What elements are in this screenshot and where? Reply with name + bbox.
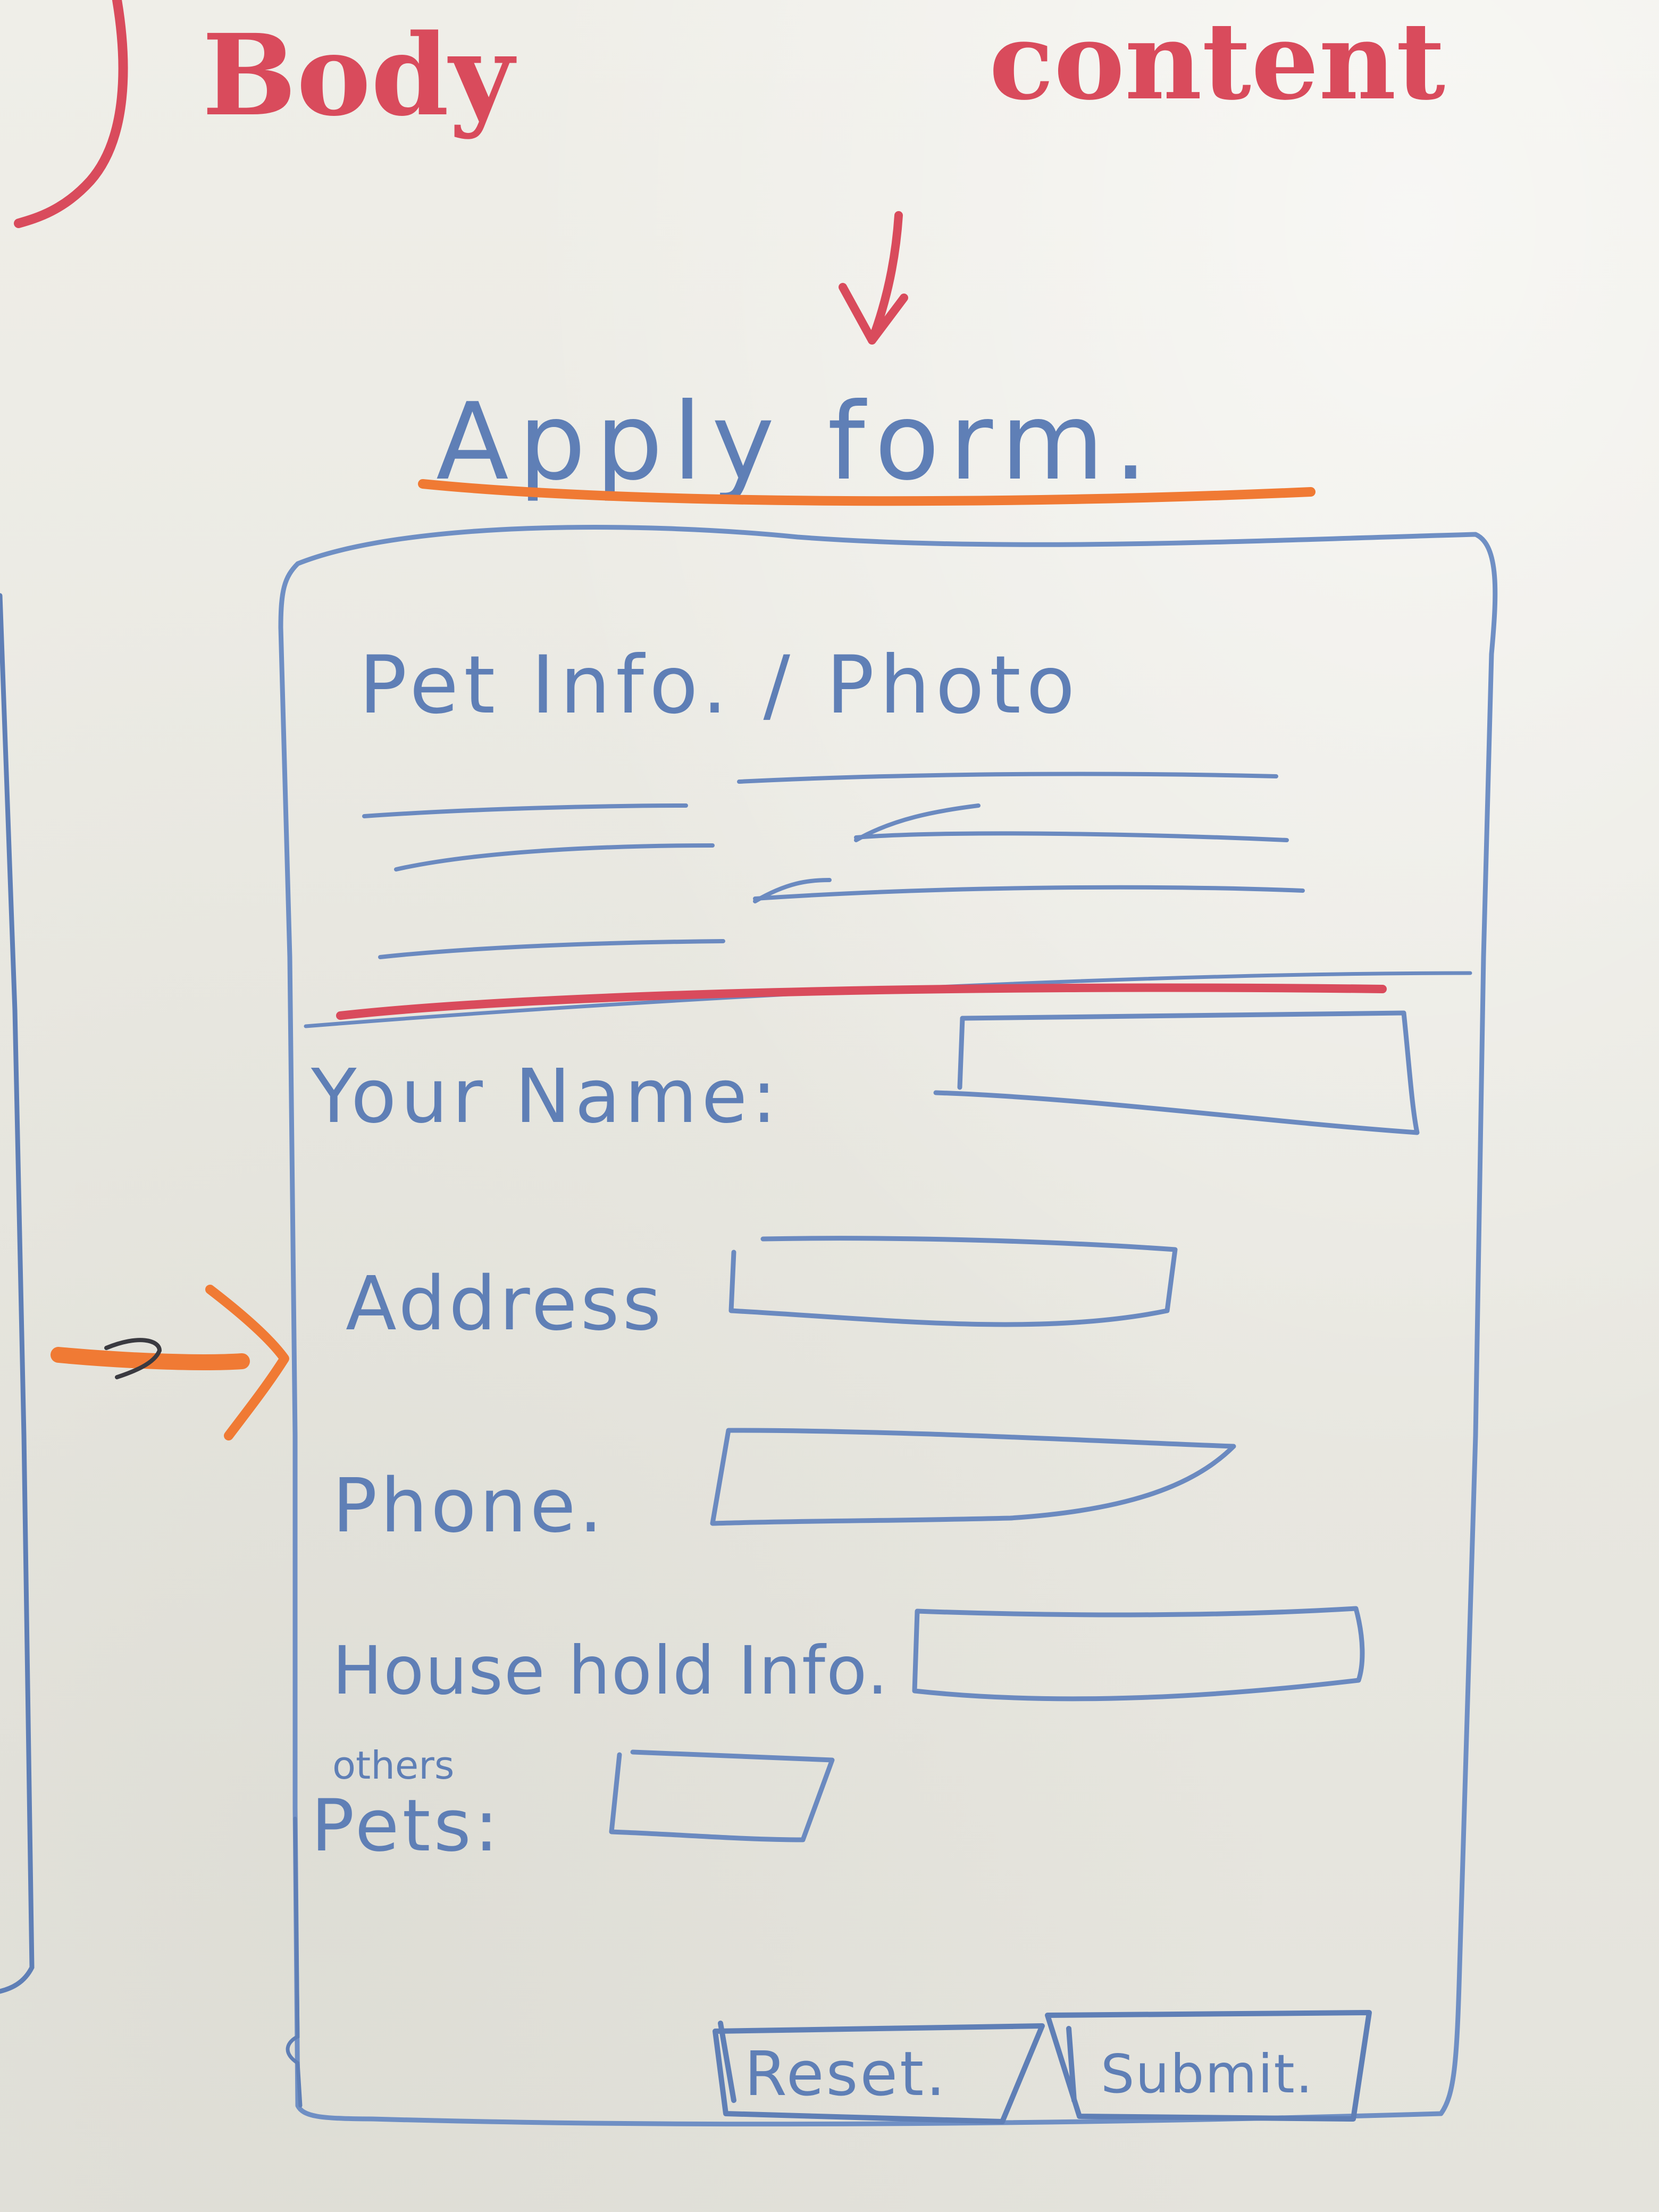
title-underline	[418, 479, 1316, 506]
arrow-down-icon	[839, 211, 908, 345]
placeholder-line	[753, 878, 832, 903]
name-input-left-edge[interactable]	[957, 1016, 965, 1090]
section-divider	[304, 971, 1472, 1028]
placeholder-line	[854, 831, 1289, 842]
household-input[interactable]	[912, 1606, 1365, 1702]
arrow-right-icon	[51, 1285, 289, 1440]
form-frame	[278, 525, 1498, 2127]
submit-button[interactable]: Submit.	[1045, 2010, 1372, 2122]
other-pets-label-top: others	[332, 1743, 454, 1788]
reset-button[interactable]: Reset.	[713, 2021, 1045, 2124]
body-annotation: Body	[202, 10, 517, 141]
body-bracket	[14, 0, 128, 228]
reset-button-label[interactable]: Reset.	[744, 2039, 948, 2110]
section-divider-highlight	[336, 983, 1387, 1020]
form-title: Apply form.	[436, 380, 1157, 504]
frame-left-gap	[286, 1816, 303, 2108]
reset-button-outline[interactable]	[713, 2023, 1045, 2124]
household-label: House hold Info.	[332, 1632, 889, 1710]
placeholder-line	[854, 803, 981, 842]
other-pets-input[interactable]	[609, 1749, 835, 1842]
reset-button-edge[interactable]	[718, 2021, 736, 2103]
arrow-scribble	[104, 1338, 162, 1379]
address-label: Address	[346, 1261, 665, 1347]
address-input[interactable]	[728, 1236, 1178, 1327]
placeholder-line	[378, 939, 725, 959]
phone-label: Phone.	[332, 1463, 606, 1549]
placeholder-line	[753, 885, 1305, 901]
pet-info-heading: Pet Info. / Photo	[359, 639, 1080, 732]
pet-description-placeholder	[362, 772, 1305, 959]
content-annotation: content	[989, 0, 1445, 124]
submit-button-edge[interactable]	[1066, 2026, 1077, 2103]
other-pets-label: Pets:	[311, 1784, 501, 1867]
submit-button-outline[interactable]	[1045, 2010, 1372, 2122]
phone-input[interactable]	[710, 1428, 1236, 1526]
submit-button-label[interactable]: Submit.	[1101, 2043, 1314, 2105]
left-edge-frame	[0, 593, 35, 1994]
name-input[interactable]	[933, 1010, 1420, 1135]
placeholder-line	[394, 843, 715, 872]
placeholder-line	[737, 772, 1278, 784]
name-label: Your Name:	[311, 1053, 781, 1140]
placeholder-line	[362, 803, 688, 818]
